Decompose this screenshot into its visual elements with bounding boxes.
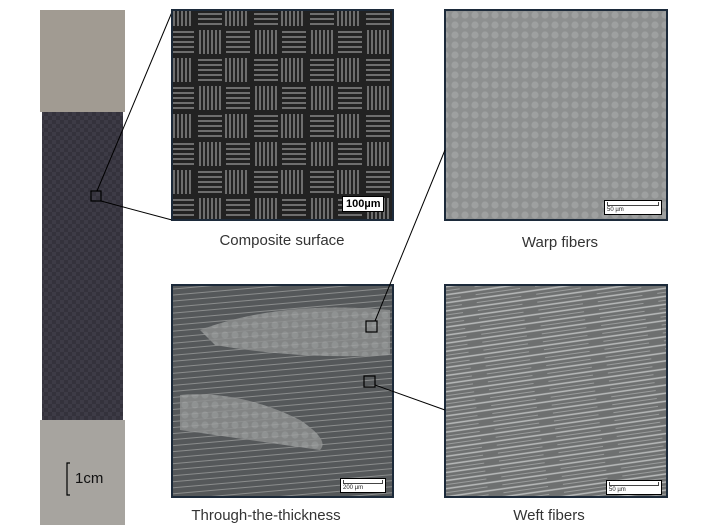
specimen-bottom-grip xyxy=(40,420,125,525)
specimen-gauge xyxy=(42,112,123,420)
panel-composite-surface xyxy=(171,9,394,221)
region-marker-weft xyxy=(363,375,376,388)
scale-bracket xyxy=(66,462,70,496)
scale-bar-warp: 50 µm xyxy=(604,200,662,215)
region-marker-surface xyxy=(90,190,102,202)
scale-bar-thickness-label: 200 µm xyxy=(343,485,364,491)
region-marker-warp xyxy=(365,320,378,333)
panel-warp-fibers xyxy=(444,9,668,221)
scale-bar-weft-label: 50 µm xyxy=(609,487,626,493)
caption-through-thickness: Through-the-thickness xyxy=(191,507,341,524)
scale-bar-weft: 50 µm xyxy=(606,480,662,495)
caption-weft-fibers: Weft fibers xyxy=(513,507,585,524)
specimen-top-grip xyxy=(40,10,125,112)
scale-bar-surface: 100µm xyxy=(342,196,385,212)
scale-bar-thickness: 200 µm xyxy=(340,478,386,493)
scale-label: 1cm xyxy=(75,470,104,487)
caption-composite-surface: Composite surface xyxy=(219,232,345,249)
scale-bar-warp-label: 50 µm xyxy=(607,207,624,213)
panel-weft-fibers xyxy=(444,284,668,498)
caption-warp-fibers: Warp fibers xyxy=(521,234,599,251)
